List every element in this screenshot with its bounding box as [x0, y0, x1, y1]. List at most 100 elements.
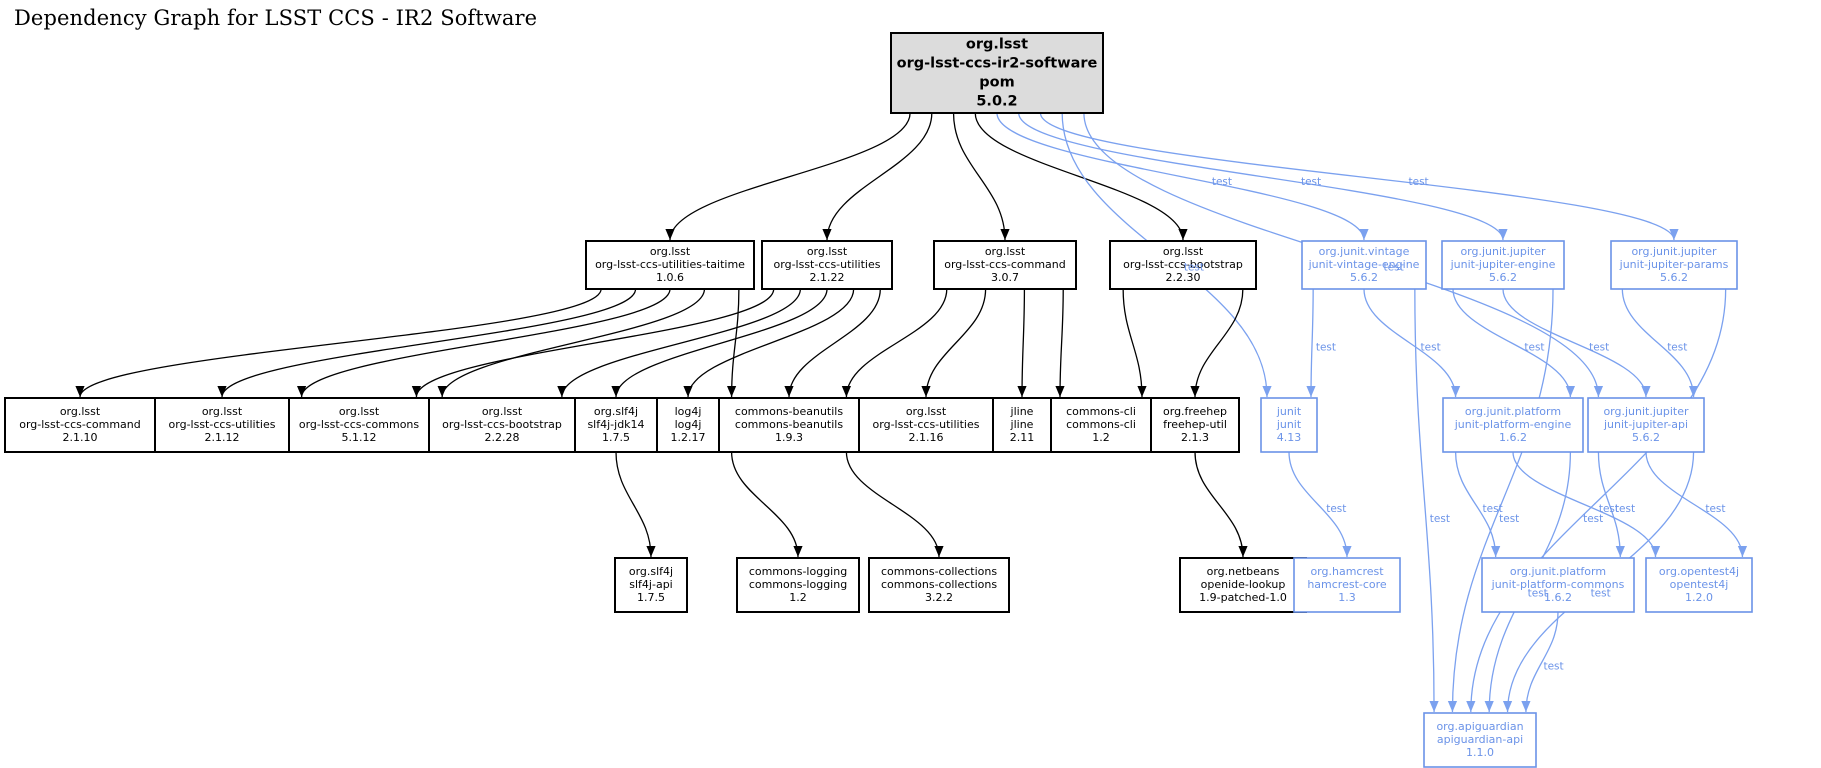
edge-arrowhead	[793, 546, 803, 557]
node-text-line: 1.2.17	[671, 431, 706, 444]
graph-node[interactable]: org.lsstorg-lsst-ccs-ir2-softwarepom5.0.…	[890, 32, 1104, 114]
node-text-line: org-lsst-ccs-bootstrap	[1123, 258, 1243, 271]
node-text-line: org.lsst	[202, 405, 243, 418]
graph-node[interactable]: commons-collectionscommons-collections3.…	[868, 557, 1010, 613]
graph-node[interactable]: org.junit.jupiterjunit-jupiter-engine5.6…	[1441, 240, 1565, 290]
graph-edge	[925, 288, 987, 398]
edge-arrowhead	[1306, 386, 1316, 397]
edge-arrowhead	[1137, 386, 1147, 397]
edge-scope-label: test	[1212, 176, 1232, 188]
node-text-line: junit-jupiter-engine	[1450, 258, 1556, 271]
node-text-line: 1.9.3	[775, 431, 803, 444]
node-text-line: org.junit.vintage	[1319, 245, 1410, 258]
graph-edge	[415, 288, 775, 398]
graph-edge	[441, 288, 706, 398]
edge-arrowhead	[1451, 386, 1461, 397]
node-box	[288, 397, 430, 453]
edge-arrowhead	[1178, 229, 1188, 240]
edge-arrowhead	[1484, 701, 1494, 712]
graph-edge	[1039, 112, 1675, 241]
node-box	[574, 397, 658, 453]
node-text-line: org-lsst-ccs-commons	[299, 418, 420, 431]
node-box	[992, 397, 1052, 453]
graph-node[interactable]: org.lsstorg-lsst-ccs-utilities-taitime1.…	[585, 240, 755, 290]
edge-arrowhead	[683, 386, 693, 397]
graph-edge	[1194, 451, 1244, 558]
graph-edge	[669, 112, 911, 241]
graph-edge	[1452, 288, 1572, 398]
node-box	[761, 240, 893, 290]
graph-edge	[1194, 288, 1244, 398]
node-text-line: 2.11	[1010, 431, 1035, 444]
edge-scope-label: test	[1184, 261, 1204, 273]
graph-edge	[1363, 288, 1457, 398]
node-box	[1179, 557, 1307, 613]
graph-edge	[615, 451, 652, 558]
edge-scope-label: test	[1705, 503, 1725, 515]
node-text-line: 2.1.16	[909, 431, 944, 444]
node-text-line: commons-cli	[1066, 405, 1136, 418]
edge-arrowhead	[665, 229, 675, 240]
edge-scope-label: test	[1589, 342, 1609, 354]
edge-arrowhead	[1737, 546, 1748, 557]
node-text-line: org-lsst-ccs-utilities-taitime	[595, 258, 745, 271]
node-text-line: commons-beanutils	[735, 405, 843, 418]
node-box	[1442, 397, 1584, 453]
node-text-line: org.opentest4j	[1659, 565, 1739, 578]
node-box	[656, 397, 720, 453]
graph-node[interactable]: org.netbeansopenide-lookup1.9-patched-1.…	[1179, 557, 1307, 613]
edge-arrowhead	[1017, 386, 1027, 397]
graph-edge	[1414, 288, 1435, 713]
graph-edge	[996, 112, 1365, 241]
graph-edge	[1502, 288, 1647, 398]
node-text-line: 1.6.2	[1499, 431, 1527, 444]
graph-edge	[826, 112, 933, 241]
graph-edge	[687, 288, 855, 398]
edge-scope-label: test	[1499, 513, 1519, 525]
edge-arrowhead	[1641, 386, 1651, 397]
node-text-line: org.junit.platform	[1465, 405, 1561, 418]
node-box	[1610, 240, 1738, 290]
node-text-line: 4.13	[1277, 431, 1302, 444]
edge-arrowhead	[75, 386, 85, 397]
node-text-line: org.junit.jupiter	[1603, 405, 1689, 418]
node-box	[614, 557, 688, 613]
graph-edge	[845, 288, 948, 398]
node-text-line: 5.6.2	[1350, 271, 1378, 284]
graph-node[interactable]: org.junit.platformjunit-platform-commons…	[1481, 557, 1635, 613]
graph-node[interactable]: org.junit.vintagejunit-vintage-engine5.6…	[1301, 240, 1427, 290]
node-text-line: org-lsst-ccs-utilities	[774, 258, 881, 271]
graph-edge	[788, 288, 881, 398]
graph-node[interactable]: org.junit.jupiterjunit-jupiter-params5.6…	[1610, 240, 1738, 290]
node-text-line: org.lsst	[906, 405, 947, 418]
edge-arrowhead	[934, 546, 944, 557]
graph-edge	[1645, 451, 1744, 558]
node-text-line: hamcrest-core	[1307, 578, 1387, 591]
edge-scope-label: test	[1543, 660, 1563, 672]
edge-scope-label: test	[1483, 503, 1503, 515]
graph-node[interactable]: org.junit.platformjunit-platform-engine1…	[1442, 397, 1584, 453]
edge-arrowhead	[1669, 229, 1679, 240]
